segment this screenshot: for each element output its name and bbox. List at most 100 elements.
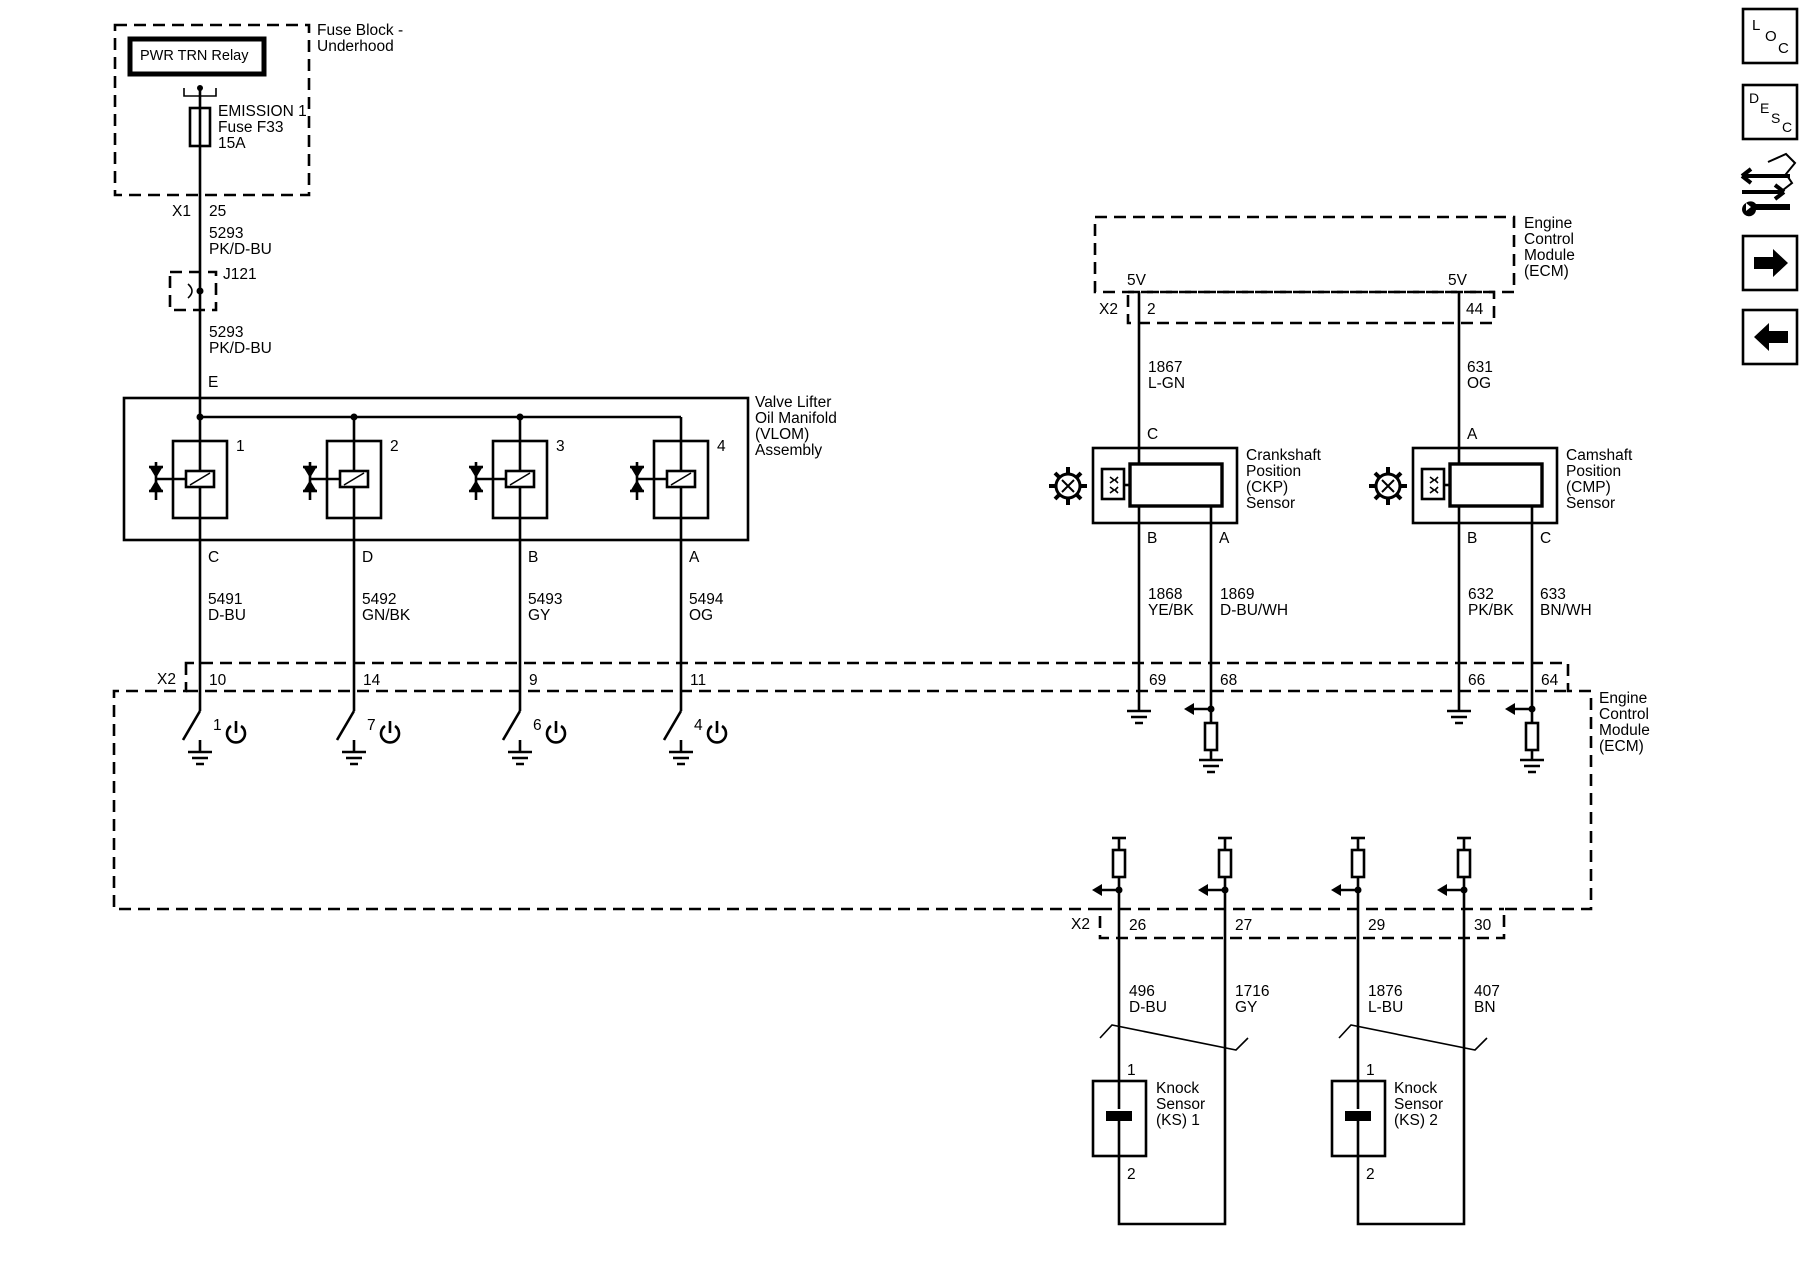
power-icon — [225, 721, 247, 744]
connector-repair-icon[interactable] — [1740, 152, 1797, 217]
knock-wire-number: 1716 — [1235, 983, 1269, 1000]
solenoid-number: 1 — [236, 438, 245, 455]
solenoid-number: 3 — [556, 438, 565, 455]
vlom-wire-number: 5492 — [362, 591, 396, 608]
ckp-label-3: (CKP) — [1246, 479, 1288, 496]
vlom-label-3: (VLOM) — [755, 426, 809, 443]
cmp-ecm-pin-64: 64 — [1541, 672, 1559, 689]
ecm-main-label-1: Engine — [1599, 690, 1647, 707]
knock-wire-color: GY — [1235, 999, 1257, 1016]
ground-icon — [1447, 709, 1471, 725]
ground-icon — [1127, 709, 1151, 725]
feed-wire-number: 5293 — [209, 225, 243, 242]
ecm-main-connector-b: X2 — [1071, 916, 1090, 933]
ecm-top-label-4: (ECM) — [1524, 263, 1569, 280]
cmp-wire-632: 632 — [1468, 586, 1494, 603]
gear-icon — [1369, 467, 1407, 505]
vlom-wire-number: 5491 — [208, 591, 242, 608]
ckp-sensor: 1867 L-GN C Crankshaft Position (CKP) Se… — [1049, 292, 1322, 711]
vlom-label-4: Assembly — [755, 442, 822, 459]
splice-label: J121 — [223, 266, 257, 283]
knock-input-27: 27 — [1198, 836, 1252, 934]
diode-icon — [469, 462, 483, 500]
ks1-label-1: Knock — [1156, 1080, 1199, 1097]
fuse-name: EMISSION 1 — [218, 103, 307, 120]
desc-d: D — [1749, 90, 1759, 106]
knock-ecm-pin: 29 — [1368, 917, 1385, 934]
diode-icon — [149, 462, 163, 500]
knock-sensor-2: 1 2 Knock Sensor (KS) 2 — [1330, 1024, 1488, 1226]
cmp-ref-pin: 44 — [1466, 301, 1484, 318]
ckp-wire-1869-color: D-BU/WH — [1220, 602, 1288, 619]
power-icon — [545, 721, 567, 744]
loc-c: C — [1778, 40, 1789, 57]
fuse-block-label: Fuse Block - — [317, 22, 403, 39]
knock-ecm-pin: 27 — [1235, 917, 1252, 934]
loc-o: O — [1765, 28, 1777, 45]
ecm-pin-label: 9 — [529, 672, 538, 689]
power-icon — [706, 721, 728, 744]
desc-c: C — [1782, 119, 1792, 135]
description-button[interactable]: D E S C — [1741, 83, 1799, 141]
knock-wire-number: 407 — [1474, 983, 1500, 1000]
splice-j121: J121 — [168, 266, 257, 312]
ecm-top-label-1: Engine — [1524, 215, 1572, 232]
ecm-pin-label: 11 — [690, 672, 706, 689]
ckp-label-4: Sensor — [1246, 495, 1295, 512]
ckp-pin-c: C — [1147, 426, 1158, 443]
knock-ecm-pin: 30 — [1474, 917, 1492, 934]
knock-input-29: 29 — [1331, 836, 1385, 934]
fuse-block: Fuse Block - Underhood PWR TRN Relay EMI… — [113, 22, 403, 220]
cmp-signal-input — [1505, 703, 1544, 774]
next-arrow-icon[interactable] — [1741, 234, 1799, 292]
vlom-wire-number: 5494 — [689, 591, 724, 608]
cmp-supply-color: OG — [1467, 375, 1491, 392]
low-side-driver-6: 96 — [501, 672, 567, 766]
knock-wire-color: BN — [1474, 999, 1496, 1016]
nav-toolbar: L O C D E S C — [1740, 7, 1799, 366]
ckp-label-2: Position — [1246, 463, 1301, 480]
ckp-ref-voltage: 5V — [1127, 272, 1147, 289]
knock-wire-color: D-BU — [1129, 999, 1167, 1016]
vlom-assembly: Valve Lifter Oil Manifold (VLOM) Assembl… — [122, 394, 837, 711]
ckp-housing — [1091, 446, 1239, 525]
vlom-wire-number: 5493 — [528, 591, 562, 608]
ckp-wire-1868-color: YE/BK — [1148, 602, 1194, 619]
fuse-block-label-2: Underhood — [317, 38, 394, 55]
ckp-supply-wire: 1867 — [1148, 359, 1182, 376]
cmp-sensor: 631 OG A Camshaft Position (CMP) Sensor … — [1369, 292, 1633, 711]
low-side-driver-7: 147 — [335, 672, 401, 766]
ks1-label-3: (KS) 1 — [1156, 1112, 1200, 1129]
knock-sensor-1: 1 2 Knock Sensor (KS) 1 — [1091, 1024, 1249, 1226]
driver-number: 7 — [367, 717, 376, 734]
ks1-pin-2: 2 — [1127, 1166, 1136, 1183]
loc-l: L — [1752, 17, 1760, 34]
ks2-pin-1: 1 — [1366, 1062, 1375, 1079]
cmp-wire-632-color: PK/BK — [1468, 602, 1514, 619]
vlom-pin-label: B — [528, 549, 538, 566]
knock-input-30: 30 — [1437, 836, 1492, 934]
ecm-top: Engine Control Module (ECM) 5V 5V X2 2 4… — [1093, 215, 1575, 325]
cmp-supply-wire: 631 — [1467, 359, 1493, 376]
low-side-driver-1: 101 — [181, 672, 247, 766]
ckp-ecm-pin-69: 69 — [1149, 672, 1166, 689]
relay-output-contact — [183, 85, 217, 108]
feed-wire-color: PK/D-BU — [209, 241, 272, 258]
cmp-ref-voltage: 5V — [1448, 272, 1468, 289]
location-button[interactable]: L O C — [1741, 7, 1799, 65]
vlom-wire-color: D-BU — [208, 607, 246, 624]
cmp-label-2: Position — [1566, 463, 1621, 480]
ks1-pin-1: 1 — [1127, 1062, 1136, 1079]
fuse-rating: 15A — [218, 135, 246, 152]
power-icon — [379, 721, 401, 744]
fuse-block-outline — [113, 23, 311, 197]
cmp-housing — [1411, 446, 1559, 525]
ckp-pin-a: A — [1219, 530, 1230, 547]
pwr-trn-relay — [127, 36, 267, 77]
ks2-label-3: (KS) 2 — [1394, 1112, 1438, 1129]
ckp-signal-input — [1184, 703, 1223, 774]
previous-arrow-icon[interactable] — [1741, 308, 1799, 366]
